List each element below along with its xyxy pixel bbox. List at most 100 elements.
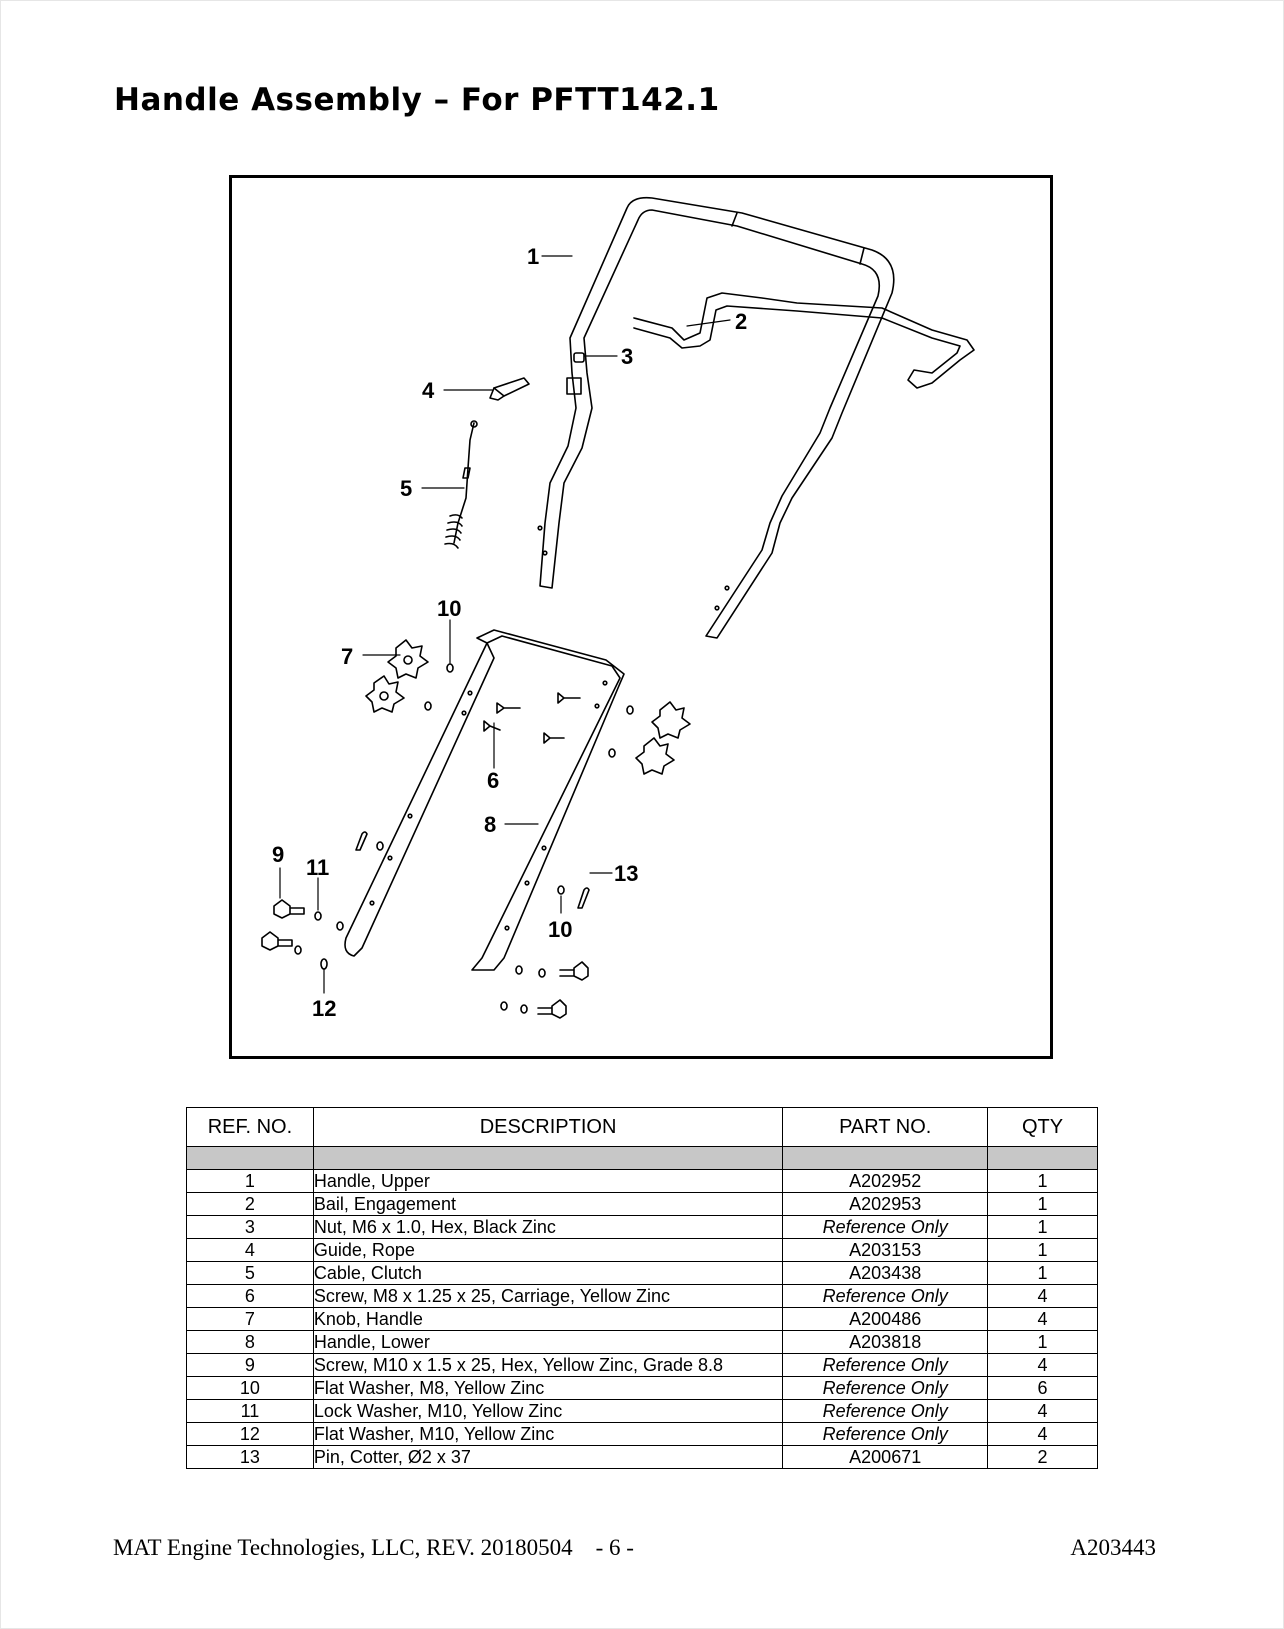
diagram-drawing: 1 2 3 4 5 6 7 8 9 10 11 12 13 10	[261, 196, 975, 1021]
ref-cell: 6	[186, 1284, 314, 1308]
part-no-cell: Reference Only	[782, 1376, 989, 1400]
qty-cell: 6	[987, 1376, 1098, 1400]
part-no-cell: Reference Only	[782, 1215, 989, 1239]
nut-part	[573, 352, 585, 363]
part-no-cell: A202952	[782, 1169, 989, 1193]
part-no-cell: Reference Only	[782, 1353, 989, 1377]
spacer-cell	[782, 1146, 989, 1170]
callout-10b: 10	[548, 917, 572, 942]
cotter-pins-part	[355, 831, 590, 909]
clutch-cable-part	[444, 420, 478, 549]
spacer-cell	[987, 1146, 1098, 1170]
header-qty: QTY	[987, 1107, 1098, 1147]
qty-cell: 1	[987, 1261, 1098, 1285]
ref-cell: 2	[186, 1192, 314, 1216]
description-cell: Handle, Lower	[312, 1330, 784, 1354]
rope-guide-part	[489, 377, 582, 401]
qty-cell: 4	[987, 1284, 1098, 1308]
description-cell: Lock Washer, M10, Yellow Zinc	[312, 1399, 784, 1423]
footer-company-rev: MAT Engine Technologies, LLC, REV. 20180…	[113, 1535, 634, 1560]
description-cell: Bail, Engagement	[312, 1192, 784, 1216]
part-no-cell: A203818	[782, 1330, 989, 1354]
hex-screws-part	[261, 899, 589, 1019]
callout-12: 12	[312, 996, 336, 1021]
description-cell: Pin, Cotter, Ø2 x 37	[312, 1445, 784, 1469]
qty-cell: 1	[987, 1215, 1098, 1239]
description-cell: Cable, Clutch	[312, 1261, 784, 1285]
ref-cell: 9	[186, 1353, 314, 1377]
description-cell: Screw, M8 x 1.25 x 25, Carriage, Yellow …	[312, 1284, 784, 1308]
spacer-cell	[312, 1146, 784, 1170]
qty-cell: 4	[987, 1399, 1098, 1423]
header-ref-no: REF. NO.	[186, 1107, 314, 1147]
washers-part	[294, 663, 634, 1014]
callout-labels: 1 2 3 4 5 6 7 8 9 10 11 12 13 10	[272, 244, 747, 1021]
qty-cell: 1	[987, 1238, 1098, 1262]
callout-11: 11	[306, 855, 329, 880]
part-no-cell: A203438	[782, 1261, 989, 1285]
description-cell: Knob, Handle	[312, 1307, 784, 1331]
ref-cell: 7	[186, 1307, 314, 1331]
callout-4: 4	[422, 378, 435, 403]
callout-9: 9	[272, 842, 284, 867]
description-cell: Flat Washer, M8, Yellow Zinc	[312, 1376, 784, 1400]
callout-5: 5	[400, 476, 412, 501]
qty-cell: 4	[987, 1353, 1098, 1377]
callout-2: 2	[735, 309, 747, 334]
ref-cell: 13	[186, 1445, 314, 1469]
qty-cell: 4	[987, 1307, 1098, 1331]
ref-cell: 3	[186, 1215, 314, 1239]
part-no-cell: A202953	[782, 1192, 989, 1216]
description-cell: Handle, Upper	[312, 1169, 784, 1193]
callout-1: 1	[527, 244, 539, 269]
description-cell: Nut, M6 x 1.0, Hex, Black Zinc	[312, 1215, 784, 1239]
table-header-row: REF. NO. DESCRIPTION PART NO. QTY	[186, 1107, 1098, 1147]
callout-3: 3	[621, 344, 633, 369]
bail-part	[633, 292, 975, 389]
exploded-parts-diagram: 1 2 3 4 5 6 7 8 9 10 11 12 13 10	[229, 175, 1053, 1059]
qty-cell: 2	[987, 1445, 1098, 1469]
callout-8: 8	[484, 812, 496, 837]
callout-10: 10	[437, 596, 461, 621]
ref-cell: 1	[186, 1169, 314, 1193]
carriage-screws-part	[483, 692, 581, 744]
part-no-cell: Reference Only	[782, 1399, 989, 1423]
page-title: Handle Assembly – For PFTT142.1	[114, 82, 720, 118]
table-spacer-row	[186, 1146, 1098, 1170]
qty-cell: 1	[987, 1192, 1098, 1216]
description-cell: Screw, M10 x 1.5 x 25, Hex, Yellow Zinc,…	[312, 1353, 784, 1377]
ref-cell: 4	[186, 1238, 314, 1262]
lower-handle-part	[344, 629, 625, 971]
ref-cell: 12	[186, 1422, 314, 1446]
header-description: DESCRIPTION	[312, 1107, 784, 1147]
ref-cell: 8	[186, 1330, 314, 1354]
qty-cell: 1	[987, 1169, 1098, 1193]
part-no-cell: Reference Only	[782, 1422, 989, 1446]
footer-doc-number: A203443	[1070, 1535, 1156, 1560]
leader-lines	[279, 255, 731, 994]
qty-cell: 1	[987, 1330, 1098, 1354]
callout-7: 7	[341, 644, 353, 669]
part-no-cell: A200671	[782, 1445, 989, 1469]
description-cell: Guide, Rope	[312, 1238, 784, 1262]
callout-6: 6	[487, 768, 499, 793]
knobs-part	[365, 639, 691, 775]
spacer-cell	[186, 1146, 314, 1170]
upper-handle-part	[537, 196, 895, 639]
ref-cell: 5	[186, 1261, 314, 1285]
callout-13: 13	[614, 861, 638, 886]
